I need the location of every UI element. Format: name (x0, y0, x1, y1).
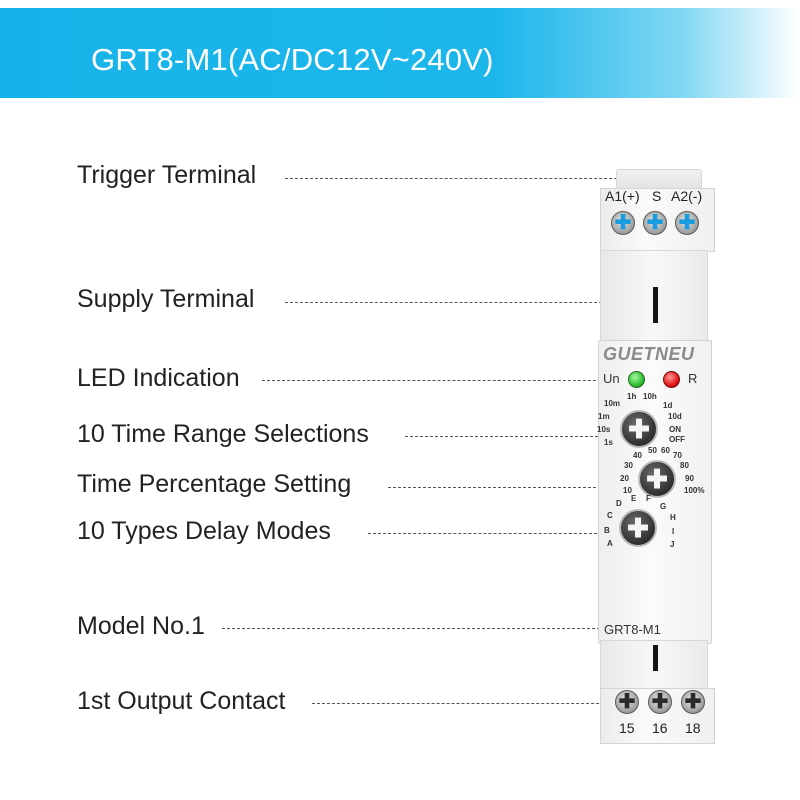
knob-cross-icon: ✚ (627, 513, 649, 543)
range-on: ON (669, 425, 681, 434)
range-10h: 10h (643, 392, 657, 401)
percentage-knob[interactable]: ✚ (638, 460, 676, 498)
terminal-label-a1: A1(+) (605, 188, 640, 204)
lower-slot (653, 645, 658, 671)
screw-cross-icon: ✚ (646, 212, 664, 234)
callout-delay-modes: 10 Types Delay Modes (77, 516, 335, 546)
terminal-label-15: 15 (619, 720, 635, 736)
range-10s: 10s (597, 425, 611, 434)
screw-16[interactable]: ✚ (648, 690, 672, 714)
screw-cross-icon: ✚ (614, 212, 632, 234)
mode-j: J (670, 540, 675, 549)
mode-d: D (616, 499, 622, 508)
leader-output (312, 703, 624, 704)
pct-70: 70 (673, 451, 682, 460)
leader-supply (285, 302, 657, 303)
terminal-label-s: S (652, 188, 662, 204)
leader-trigger (285, 178, 657, 179)
pct-10: 10 (623, 486, 632, 495)
callout-led-indication: LED Indication (77, 363, 244, 393)
screw-cross-icon: ✚ (618, 691, 636, 713)
callout-time-range: 10 Time Range Selections (77, 419, 373, 449)
terminal-label-a2: A2(-) (671, 188, 703, 204)
terminal-label-18: 18 (685, 720, 701, 736)
mode-i: I (672, 527, 675, 536)
callout-output-contact: 1st Output Contact (77, 686, 290, 716)
mode-b: B (604, 526, 610, 535)
callout-supply-terminal: Supply Terminal (77, 284, 259, 314)
range-10d: 10d (668, 412, 682, 421)
screw-a2[interactable]: ✚ (675, 211, 699, 235)
pct-60: 60 (661, 446, 670, 455)
leader-delay (368, 533, 622, 534)
callout-time-percentage: Time Percentage Setting (77, 469, 356, 499)
screw-s[interactable]: ✚ (643, 211, 667, 235)
mode-c: C (607, 511, 613, 520)
brand-logo: GUETNEU (603, 344, 695, 364)
pct-20: 20 (620, 474, 629, 483)
led-r-indicator (663, 371, 680, 388)
callout-model-no: Model No.1 (77, 611, 209, 641)
model-print: GRT8-M1 (604, 622, 661, 637)
device-top-cap (616, 169, 702, 190)
upper-slot (653, 287, 658, 323)
time-range-knob[interactable]: ✚ (620, 410, 658, 448)
banner-title: GRT8-M1(AC/DC12V~240V) (91, 42, 494, 77)
knob-cross-icon: ✚ (628, 414, 650, 444)
leader-led (262, 380, 626, 381)
range-off: OFF (669, 435, 685, 444)
screw-15[interactable]: ✚ (615, 690, 639, 714)
screw-a1[interactable]: ✚ (611, 211, 635, 235)
leader-model (222, 628, 600, 629)
range-1m: 1m (598, 412, 610, 421)
terminal-label-16: 16 (652, 720, 668, 736)
range-1s: 1s (604, 438, 613, 447)
screw-cross-icon: ✚ (678, 212, 696, 234)
screw-cross-icon: ✚ (651, 691, 669, 713)
header-banner: GRT8-M1(AC/DC12V~240V) (0, 8, 800, 98)
led-un-indicator (628, 371, 645, 388)
screw-18[interactable]: ✚ (681, 690, 705, 714)
pct-100: 100% (684, 486, 705, 495)
leader-percentage (388, 487, 641, 488)
screw-cross-icon: ✚ (684, 691, 702, 713)
pct-40: 40 (633, 451, 642, 460)
led-label-un: Un (603, 371, 620, 386)
mode-h: H (670, 513, 676, 522)
mode-f: F (646, 494, 651, 503)
led-label-r: R (688, 371, 698, 386)
mode-a: A (607, 539, 613, 548)
mode-e: E (631, 494, 637, 503)
mode-g: G (660, 502, 667, 511)
callout-trigger-terminal: Trigger Terminal (77, 160, 261, 190)
leader-time-range (405, 436, 623, 437)
pct-90: 90 (685, 474, 694, 483)
pct-80: 80 (680, 461, 689, 470)
range-1d: 1d (663, 401, 673, 410)
range-1h: 1h (627, 392, 637, 401)
pct-30: 30 (624, 461, 633, 470)
delay-mode-knob[interactable]: ✚ (619, 509, 657, 547)
pct-50: 50 (648, 446, 657, 455)
range-10m: 10m (604, 399, 621, 408)
knob-cross-icon: ✚ (646, 464, 668, 494)
